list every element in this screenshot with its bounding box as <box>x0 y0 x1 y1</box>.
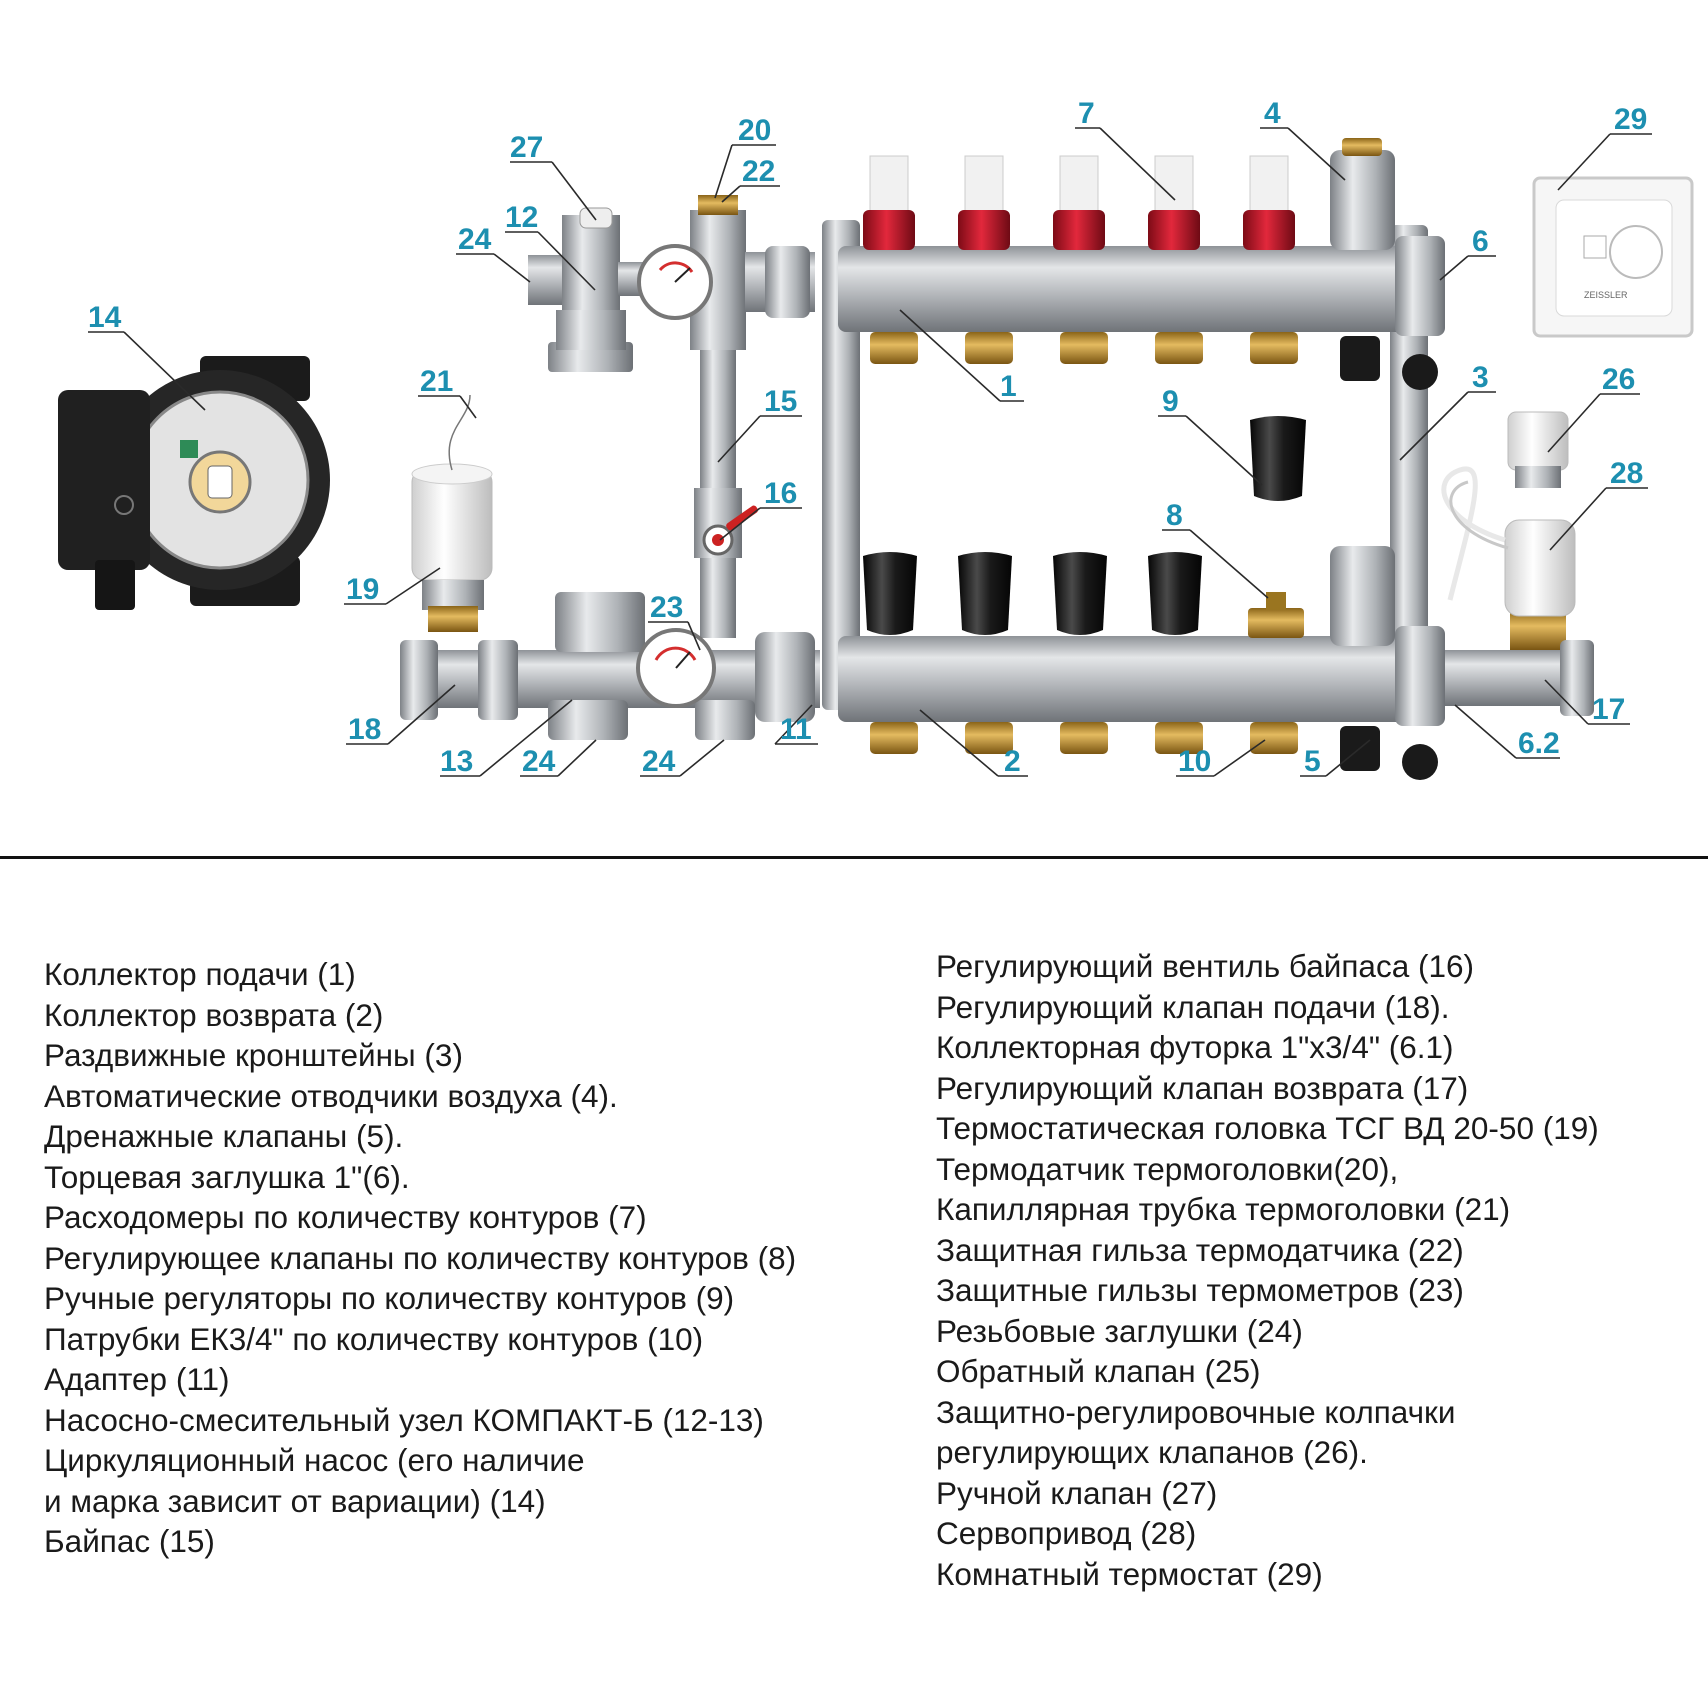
return-line-assembly <box>400 592 820 740</box>
brackets <box>822 220 1428 710</box>
legend-item: Регулирующий клапан возврата (17) <box>936 1069 1469 1106</box>
legend-item: Насосно-смесительный узел КОМПАКТ-Б (12-… <box>44 1401 764 1438</box>
legend-item: Защитно-регулировочные колпачки <box>936 1393 1456 1430</box>
bypass <box>694 350 758 638</box>
legend-item: и марка зависит от вариации) (14) <box>44 1482 546 1519</box>
callout-12: 12 <box>505 201 538 234</box>
callout-22: 22 <box>742 155 775 188</box>
callout-24-left: 24 <box>458 223 492 256</box>
protective-cap <box>1507 411 1569 488</box>
room-thermostat: ZEISSLER <box>1532 176 1694 338</box>
legend-item: Регулирующее клапаны по количеству конту… <box>44 1239 797 1276</box>
legend-item: Дренажные клапаны (5). <box>44 1118 404 1154</box>
manifold-diagram: ZEISSLER 1 2 <box>58 97 1694 780</box>
callout-28: 28 <box>1610 457 1643 490</box>
callout-27: 27 <box>510 131 543 164</box>
callout-21: 21 <box>420 365 453 398</box>
callout-24-bottom-a: 24 <box>522 745 556 778</box>
regulator-knobs <box>863 552 1304 638</box>
callout-10: 10 <box>1178 745 1211 778</box>
legend-item: Патрубки ЕК3/4" по количеству контуров (… <box>44 1320 704 1357</box>
callout-29: 29 <box>1614 103 1647 136</box>
supply-outlets <box>870 332 1298 364</box>
legend-item: Обратный клапан (25) <box>936 1353 1261 1389</box>
callout-5: 5 <box>1304 745 1321 778</box>
callout-19: 19 <box>346 573 379 606</box>
legend-item: Раздвижные кронштейны (3) <box>44 1037 463 1073</box>
servo-drive <box>1441 466 1576 617</box>
legend-item: Ручные регуляторы по количеству контуров… <box>44 1280 735 1316</box>
callout-6: 6 <box>1472 225 1489 258</box>
callout-14: 14 <box>88 301 122 334</box>
leader-lines <box>88 127 1652 777</box>
mixing-unit-top <box>528 195 815 372</box>
legend-item: Комнатный термостат (29) <box>936 1555 1323 1592</box>
callout-13: 13 <box>440 745 473 778</box>
circulation-pump <box>58 356 330 610</box>
legend-item: Резьбовые заглушки (24) <box>936 1312 1303 1349</box>
callout-labels: 1 2 3 4 5 6 6.2 7 8 9 10 11 12 13 14 15 … <box>88 97 1647 778</box>
legend-item: Коллектор подачи (1) <box>44 956 356 992</box>
callout-1: 1 <box>1000 370 1017 403</box>
legend-item: Сервопривод (28) <box>936 1515 1197 1551</box>
callout-4: 4 <box>1264 97 1281 130</box>
legend-left-column: Коллектор подачи (1) Коллектор возврата … <box>44 954 924 1562</box>
return-outlets <box>870 722 1298 754</box>
thermostatic-head <box>411 394 493 632</box>
callout-15: 15 <box>764 385 797 418</box>
callout-23: 23 <box>650 591 683 624</box>
legend-item: Торцевая заглушка 1"(6). <box>44 1158 410 1195</box>
callout-17: 17 <box>1592 693 1625 726</box>
legend-item: Коллектор возврата (2) <box>44 996 384 1033</box>
legend-item: Циркуляционный насос (его наличие <box>44 1442 585 1478</box>
callout-9: 9 <box>1162 385 1179 418</box>
legend-item: регулирующих клапанов (26). <box>936 1434 1368 1470</box>
callout-18: 18 <box>348 713 381 746</box>
legend-right-column: Регулирующий вентиль байпаса (16) Регули… <box>936 946 1706 1594</box>
legend-item: Автоматические отводчики воздуха (4). <box>44 1077 618 1114</box>
callout-16: 16 <box>764 477 797 510</box>
callout-6-2: 6.2 <box>1518 727 1560 760</box>
legend-item: Адаптер (11) <box>44 1361 230 1397</box>
legend-item: Капиллярная трубка термоголовки (21) <box>936 1191 1511 1227</box>
legend-item: Термостатическая головка ТСГ ВД 20-50 (1… <box>936 1110 1599 1146</box>
flowmeters <box>863 155 1295 250</box>
callout-3: 3 <box>1472 361 1489 394</box>
callout-2: 2 <box>1004 745 1021 778</box>
legend-item: Защитная гильза термодатчика (22) <box>936 1231 1464 1268</box>
legend-item: Термодатчик термоголовки(20), <box>936 1150 1399 1187</box>
callout-7: 7 <box>1078 97 1095 130</box>
return-manifold <box>838 546 1594 780</box>
callout-8: 8 <box>1166 499 1183 532</box>
callout-24-bottom-b: 24 <box>642 745 676 778</box>
legend-item: Расходомеры по количеству контуров (7) <box>44 1199 647 1235</box>
thermostat-brand: ZEISSLER <box>1584 290 1628 300</box>
legend-item: Ручной клапан (27) <box>936 1474 1218 1511</box>
legend-item: Байпас (15) <box>44 1523 215 1559</box>
supply-manifold <box>838 138 1445 390</box>
legend-item: Защитные гильзы термометров (23) <box>936 1272 1464 1308</box>
callout-26: 26 <box>1602 363 1635 396</box>
callout-20: 20 <box>738 114 771 147</box>
legend-item: Регулирующий клапан подачи (18). <box>936 988 1450 1025</box>
legend-item: Коллекторная футорка 1"х3/4" (6.1) <box>936 1029 1454 1065</box>
manual-regulator <box>1250 416 1306 501</box>
callout-11: 11 <box>780 713 812 746</box>
legend-item: Регулирующий вентиль байпаса (16) <box>936 948 1474 984</box>
section-divider <box>0 856 1708 859</box>
